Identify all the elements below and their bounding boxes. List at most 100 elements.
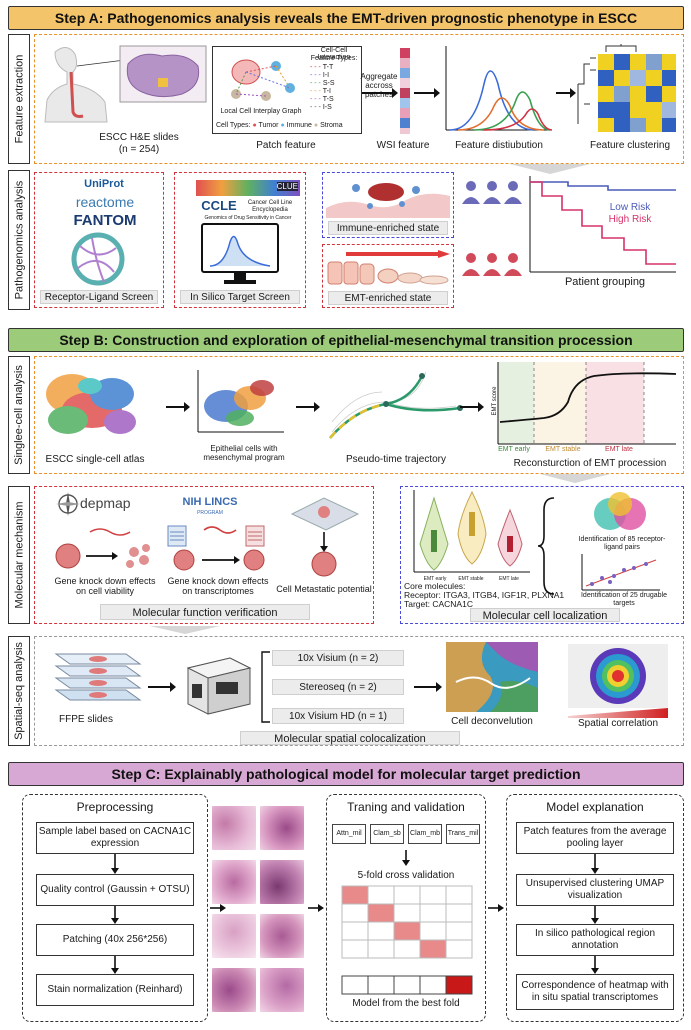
monitor-icon	[201, 223, 279, 284]
exp-step-features: Patch features from the average pooling …	[516, 822, 674, 854]
knockdown-transcript-image	[167, 525, 265, 571]
venn-diagram-icon	[594, 492, 646, 530]
exp-step-umap: Unsupervised clustering UMAP visualizati…	[516, 874, 674, 906]
slides-label: ESCC H&E slides	[99, 132, 179, 143]
mol-spatial-label: Molecular spatial colocalization	[240, 731, 460, 745]
preprocessing-panel	[22, 794, 208, 1022]
step-b-title: Step B: Construction and exploration of …	[59, 332, 633, 348]
arrow-sp-2	[414, 682, 442, 692]
spatial-correlation-label: Spatial correlation	[577, 718, 659, 729]
local-graph-label: Local Cell Interplay Graph	[220, 108, 302, 115]
immune-state-image	[326, 183, 450, 218]
step-c-banner: Step C: Explainably pathological model f…	[8, 762, 684, 786]
step-a-title: Step A: Pathogenomics analysis reveals t…	[54, 10, 638, 26]
low-risk-patients-icon	[462, 181, 522, 204]
immune-state-label: Immune-enriched state	[328, 221, 448, 235]
pre-step-qc: Quality control (Gaussin + OTSU)	[36, 874, 194, 906]
cell-types-legend: Cell Types: ● Tumor ● Immune ● Stroma	[216, 122, 343, 129]
side-label-single-cell: Singlee-cell analysis	[8, 356, 30, 474]
side-label-molecular-mechanism: Molecular mechanism	[8, 486, 30, 624]
single-cell-atlas-label: ESCC single-cell atlas	[45, 454, 145, 465]
curly-brace	[537, 497, 555, 595]
receptor-ligand-label: Receptor-Ligand Screen	[40, 290, 158, 304]
explanation-title: Model explanation	[546, 800, 644, 814]
cci-legend: - - - T-T - - - I-I - - - S-S - - - T-I …	[310, 64, 335, 111]
connector-chevron-c	[150, 626, 220, 634]
he-slide-image	[119, 45, 207, 103]
ccle-logo: CCLE	[201, 198, 237, 213]
ident-25-label: Identification of 25 drugable targets	[580, 592, 667, 607]
exp-step-heatmap: Correspondence of heatmap with in situ s…	[516, 974, 674, 1010]
cv-grid	[341, 885, 473, 995]
cell-graph-image	[231, 59, 295, 101]
training-panel	[326, 794, 486, 1022]
target-line: Target: CACNA1C	[404, 599, 473, 609]
emt-late-label: EMT late	[605, 446, 633, 453]
model-clam-mb: Clam_mb	[408, 824, 442, 844]
chord-diagram-icon	[71, 232, 125, 286]
high-risk-label: High Risk	[608, 214, 652, 225]
nih-lincs-logo: NIH LINCS	[182, 496, 238, 508]
pre-arrows	[111, 854, 119, 974]
low-risk-label: Low Risk	[609, 202, 651, 213]
emt-state-image	[327, 250, 450, 285]
pseudotime-label: Pseudo-time trajectory	[345, 454, 447, 465]
pseudotime-trajectory	[329, 371, 463, 439]
ident-85-label: Identification of 85 receptor-ligand pai…	[578, 536, 666, 551]
wsi-feature-label: WSI feature	[376, 140, 430, 151]
epithelial-label: Epithelial cells with mesenchymal progra…	[203, 444, 285, 462]
patient-grouping-label: Patient grouping	[564, 276, 646, 288]
arrow-c-4	[488, 904, 504, 912]
patch-feature-label: Patch feature	[256, 140, 316, 151]
feature-distribution-plot	[445, 46, 553, 131]
cv-label: 5-fold cross validation	[357, 870, 455, 881]
histology-tile	[260, 806, 304, 850]
violin-label-early: EMT early	[423, 576, 447, 582]
depmap-logo: depmap	[80, 495, 131, 511]
step-c-title: Step C: Explainably pathological model f…	[111, 766, 581, 782]
bracket-sp	[261, 651, 270, 723]
uniprot-logo: UniProt	[84, 178, 124, 190]
violin-label-late: EMT late	[499, 576, 519, 582]
emt-stable-label: EMT stable	[545, 446, 581, 453]
connector-chevron-a	[510, 164, 590, 174]
ffpe-label: FFPE slides	[59, 714, 113, 725]
pre-step-patching: Patching (40x 256*256)	[36, 924, 194, 956]
exp-step-annotation: In silico pathological region annotation	[516, 924, 674, 956]
histology-tile	[212, 968, 256, 1012]
pre-step-label: Sample label based on CACNA1C expression	[36, 822, 194, 854]
depmap-compass-icon	[56, 492, 80, 516]
in-silico-panel	[174, 172, 306, 308]
best-fold-label: Model from the best fold	[352, 998, 460, 1009]
gdsc-label: Genomics of Drug Sensitivity in Cancer	[204, 215, 292, 221]
violin-plots	[413, 490, 530, 573]
model-clam-sb: Clam_sb	[370, 824, 404, 844]
single-cell-atlas-umap	[46, 374, 136, 434]
histology-tile	[260, 860, 304, 904]
cell-deconvolution-map	[446, 642, 538, 712]
sequencer-machine-icon	[186, 657, 252, 715]
wsi-feature-vector	[400, 48, 410, 134]
spatial-correlation-hex	[568, 644, 668, 708]
emt-score-axis-label: EMT score	[492, 386, 498, 416]
core-molecules-text: Core molecules: Receptor: ITGA3, ITGB4, …	[404, 582, 624, 609]
training-title: Traning and validation	[347, 800, 465, 814]
knockdown-viability-label: Gene knock down effects on cell viabilit…	[54, 576, 156, 596]
aggregate-label: Aggregate accross patches	[360, 72, 398, 99]
feature-clustering-label: Feature clustering	[589, 140, 671, 151]
molecular-function-label: Molecular function verification	[100, 604, 310, 620]
human-body-icon	[44, 47, 126, 123]
step-a-banner: Step A: Pathogenomics analysis reveals t…	[8, 6, 684, 30]
reactome-logo: reactome	[75, 194, 135, 210]
ccle-subtitle: Cancer Cell Line Encyclopedia	[247, 200, 293, 213]
arrow-aggregate	[362, 88, 398, 98]
emt-state-panel	[322, 244, 454, 308]
model-trans-mil: Trans_mil	[446, 824, 480, 844]
molecular-localization-label: Molecular cell localization	[470, 608, 620, 622]
feature-clustering-heatmap	[577, 44, 676, 132]
side-label-spatial-seq: Spatial-seq analysis	[8, 636, 30, 746]
fantom-logo: FANTOM	[73, 212, 137, 229]
clue-logo: CLUE	[196, 180, 300, 196]
explanation-panel	[506, 794, 684, 1022]
high-risk-patients-icon	[462, 253, 522, 276]
